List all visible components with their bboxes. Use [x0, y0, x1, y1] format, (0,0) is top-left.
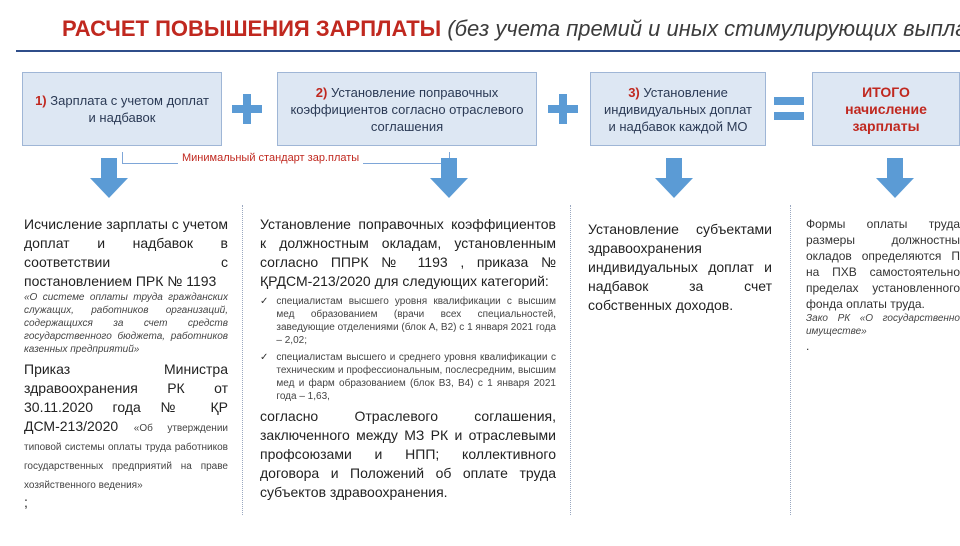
step-text: Установление индивидуальных доплат и над… [604, 84, 752, 134]
checkmark-icon: ✓ [260, 296, 269, 307]
col4-note-lead: Зако [806, 313, 828, 324]
step-box-3: 3) Установление индивидуальных доплат и … [590, 72, 766, 146]
column-divider [242, 205, 243, 515]
col3-text: Установление субъектами здравоохранения … [588, 221, 772, 313]
title-divider [16, 50, 960, 52]
down-arrow-icon [430, 158, 468, 198]
bullet-text: специалистам высшего уровня квалификации… [276, 296, 556, 346]
step-text: Зарплата с учетом доплат и надбавок [50, 93, 209, 125]
plus-icon [232, 94, 262, 124]
col2-intro: Установление поправочных коэффициентов к… [260, 216, 556, 289]
column-divider [790, 205, 791, 515]
title-main: РАСЧЕТ ПОВЫШЕНИЯ ЗАРПЛАТЫ [62, 16, 442, 41]
page-title: РАСЧЕТ ПОВЫШЕНИЯ ЗАРПЛАТЫ (без учета пре… [62, 16, 960, 42]
col2-outro: согласно Отраслевого соглашения, заключе… [260, 408, 556, 500]
col1-note: «О системе оплаты труда гражданских служ… [24, 292, 228, 355]
col4-note: РК «О государственно имуществе» [806, 313, 960, 337]
step-box-total: ИТОГО начисление зарплаты [812, 72, 960, 146]
title-sub: (без учета премий и иных стимулирующих в… [447, 16, 960, 41]
step-number: 2) [315, 84, 328, 100]
down-arrow-icon [90, 158, 128, 198]
down-arrow-icon [876, 158, 914, 198]
checkmark-icon: ✓ [260, 352, 269, 363]
col4-text: Формы оплаты труда размеры должностны ок… [806, 217, 960, 311]
bullet-text: специалистам высшего и среднего уровня к… [276, 352, 556, 402]
column-4: Формы оплаты труда размеры должностны ок… [806, 216, 960, 354]
col1-main2: Приказ Министра здравоохранения РК от 30… [24, 361, 228, 434]
col1-note2: «Об утверждении типовой системы оплаты т… [24, 423, 229, 491]
list-item: ✓ специалистам высшего уровня квалификац… [260, 295, 556, 347]
down-arrow-icon [655, 158, 693, 198]
col1-main: Исчисление зарплаты с учетом доплат и на… [24, 216, 228, 289]
step-number: 3) [628, 84, 640, 100]
col1-tail: ; [24, 494, 28, 510]
step-box-1: 1) Зарплата с учетом доплат и надбавок [22, 72, 222, 146]
step-box-2: 2) Установление поправочных коэффициенто… [277, 72, 537, 146]
column-divider [570, 205, 571, 515]
equals-icon [774, 94, 804, 124]
col4-tail: . [806, 339, 810, 353]
min-standard-label: Минимальный стандарт зар.платы [178, 152, 364, 164]
plus-icon [548, 94, 578, 124]
column-2: Установление поправочных коэффициентов к… [260, 215, 556, 502]
step-text: Установление поправочных коэффициентов с… [290, 84, 524, 134]
total-text: ИТОГО начисление зарплаты [845, 83, 927, 134]
column-3: Установление субъектами здравоохранения … [588, 220, 772, 315]
list-item: ✓ специалистам высшего и среднего уровня… [260, 351, 556, 403]
step-number: 1) [35, 93, 47, 108]
column-1: Исчисление зарплаты с учетом доплат и на… [24, 215, 228, 512]
